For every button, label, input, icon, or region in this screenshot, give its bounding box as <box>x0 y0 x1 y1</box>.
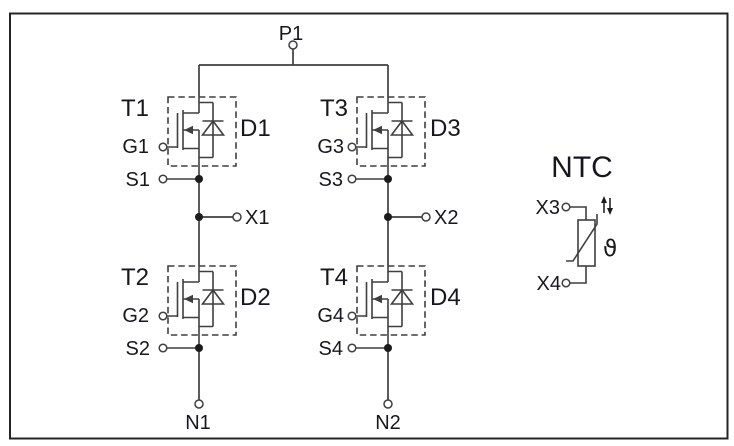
t2-label: T2 <box>121 264 149 291</box>
thermistor-body <box>577 219 596 267</box>
t3-label: T3 <box>320 95 348 122</box>
t1-label: T1 <box>121 95 149 122</box>
t4-label: T4 <box>320 264 348 291</box>
thermistor-diagonal-icon <box>566 214 598 262</box>
d4-label: D4 <box>430 284 461 311</box>
g3-label: G3 <box>317 136 344 158</box>
x2-label: X2 <box>434 207 458 229</box>
x3-terminal-circle <box>561 202 571 212</box>
p1-label: P1 <box>279 23 303 45</box>
x4-label: X4 <box>537 273 561 295</box>
switch-cell-t3 <box>347 96 426 184</box>
d1-label: D1 <box>240 115 271 142</box>
x1-junction-dot <box>195 213 203 221</box>
n2-label: N2 <box>375 412 401 434</box>
switch-cell-t4 <box>347 265 426 353</box>
ntc-wires <box>570 206 587 284</box>
up-arrowhead-icon <box>601 196 607 203</box>
g1-label: G1 <box>122 136 149 158</box>
s3-label: S3 <box>319 169 343 191</box>
x4-terminal-circle <box>561 278 571 288</box>
n1-terminal-circle <box>194 399 204 409</box>
g2-label: G2 <box>122 305 149 327</box>
x1-label: X1 <box>245 207 269 229</box>
ntc-label: NTC <box>551 151 613 184</box>
n1-label: N1 <box>185 412 211 434</box>
g4-label: G4 <box>317 305 344 327</box>
theta-symbol-label: ϑ <box>603 236 617 262</box>
x2-terminal-circle <box>421 212 431 222</box>
d2-label: D2 <box>240 284 271 311</box>
s1-label: S1 <box>126 169 150 191</box>
down-arrowhead-icon <box>607 208 613 215</box>
x2-junction-dot <box>384 213 392 221</box>
d3-label: D3 <box>430 115 461 142</box>
p1-terminal-circle <box>288 40 298 50</box>
x1-terminal-circle <box>232 212 242 222</box>
s4-label: S4 <box>319 338 343 360</box>
x3-label: X3 <box>536 197 560 219</box>
switch-cell-t2 <box>158 265 237 353</box>
s2-label: S2 <box>126 338 150 360</box>
n2-terminal-circle <box>383 399 393 409</box>
switch-cell-t1 <box>158 96 237 184</box>
figure-border <box>9 12 729 440</box>
